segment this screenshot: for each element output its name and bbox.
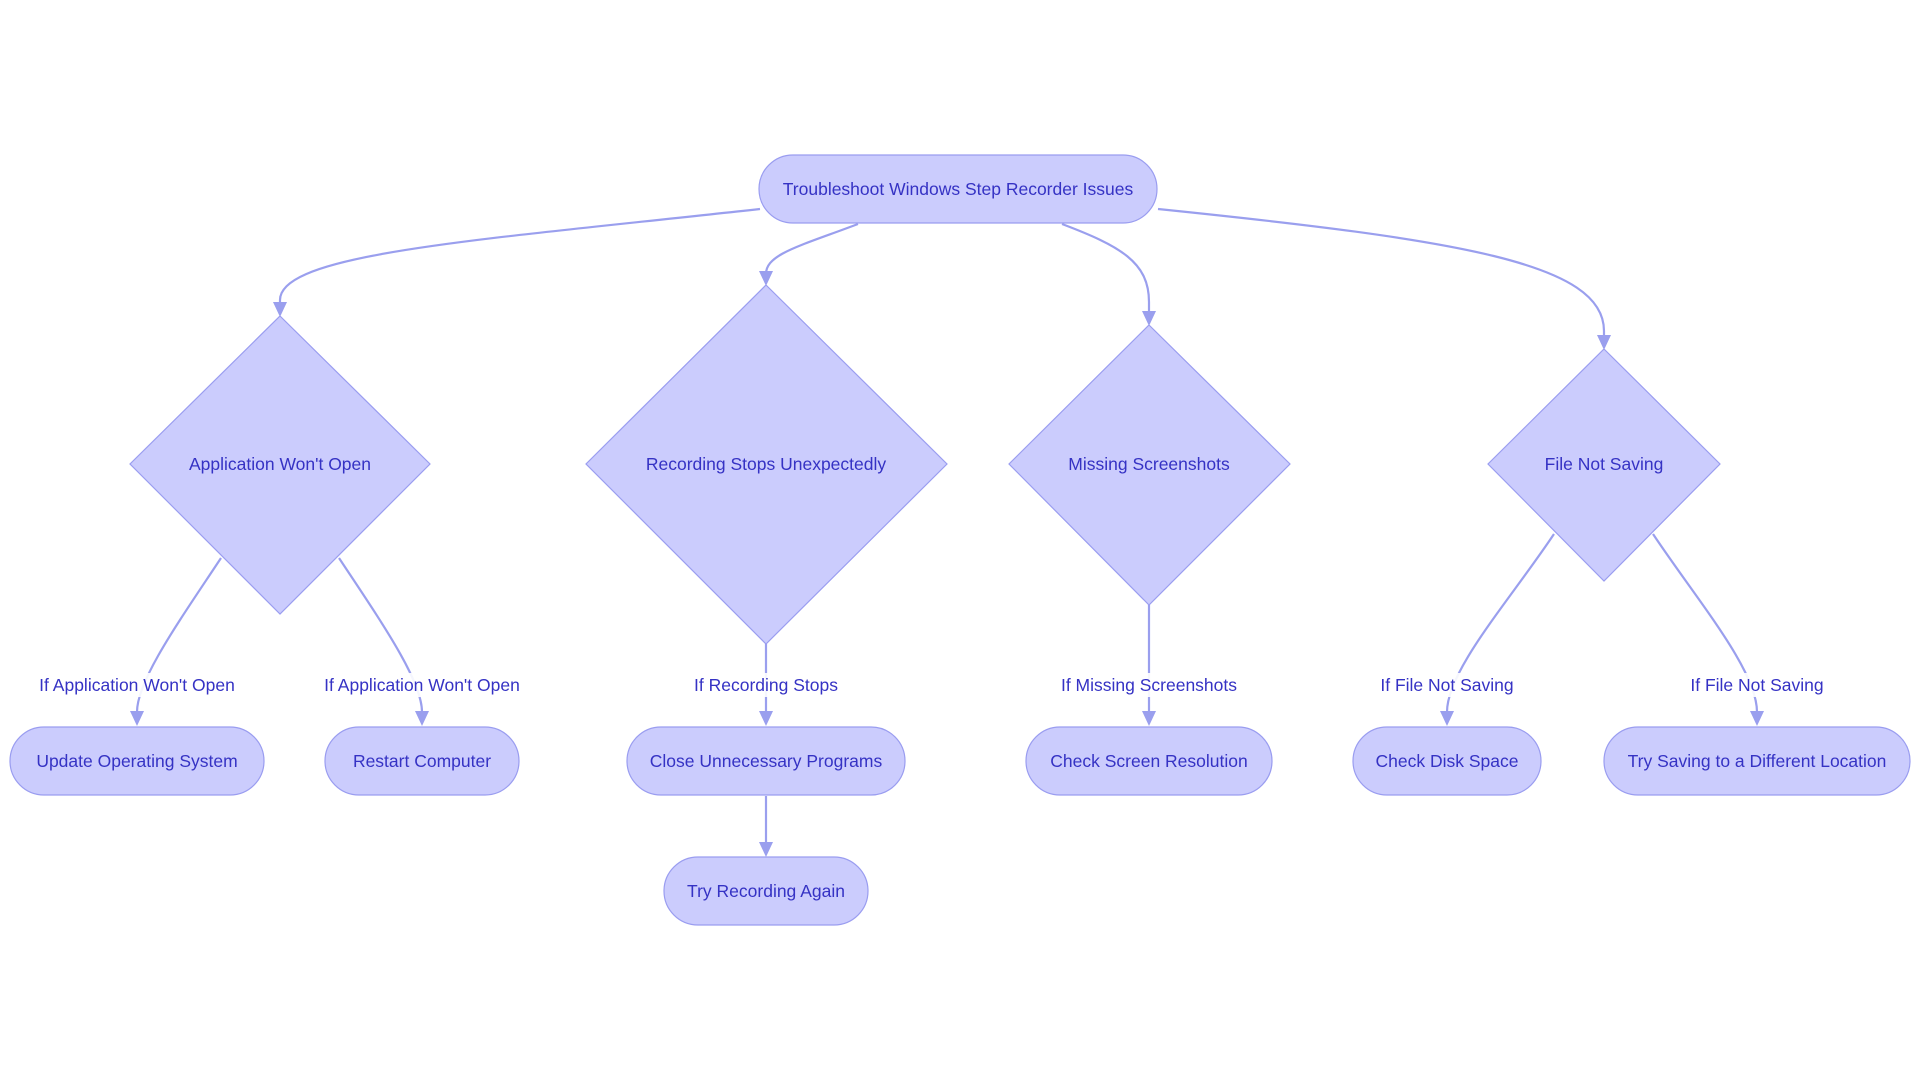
decision-app-wont-open[interactable]: Application Won't Open [129, 315, 431, 615]
decision-recording-stops-label: Recording Stops Unexpectedly [646, 454, 887, 474]
edge-label-bg-miss-to-check [1058, 673, 1240, 697]
edge-root-to-missing-screenshots [1061, 222, 1151, 322]
edge-label-bg-rec-to-close [692, 673, 840, 697]
edge-labels: If Application Won't Open If Application… [36, 673, 1824, 697]
node-restart-computer-label: Restart Computer [353, 751, 491, 771]
arrowhead-file-not-saving [1597, 335, 1611, 350]
nodes: Troubleshoot Windows Step Recorder Issue… [9, 154, 1911, 926]
node-close-programs-shape [626, 726, 906, 796]
node-close-programs[interactable]: Close Unnecessary Programs [626, 726, 906, 796]
node-check-disk-space[interactable]: Check Disk Space [1352, 726, 1542, 796]
node-root[interactable]: Troubleshoot Windows Step Recorder Issue… [758, 154, 1158, 224]
decision-missing-screenshots[interactable]: Missing Screenshots [1008, 324, 1291, 606]
node-root-label: Troubleshoot Windows Step Recorder Issue… [783, 179, 1134, 199]
edge-root-to-recording-stops [764, 222, 859, 282]
arrowhead-check-resolution [1142, 711, 1156, 726]
edge-app-to-restart [338, 557, 424, 720]
arrowhead-try-again [759, 842, 773, 857]
edge-label-bg-app-to-update [36, 673, 238, 697]
edge-label-app-to-update: If Application Won't Open [39, 675, 235, 695]
decision-app-wont-open-shape [129, 315, 431, 615]
edge-app-to-update-os [135, 557, 222, 720]
node-try-different-location-label: Try Saving to a Different Location [1628, 751, 1887, 771]
node-check-disk-space-label: Check Disk Space [1376, 751, 1519, 771]
edge-label-bg-app-to-restart [321, 673, 523, 697]
decision-app-wont-open-label: Application Won't Open [189, 454, 371, 474]
edge-label-file-to-disk: If File Not Saving [1380, 675, 1513, 695]
node-check-resolution[interactable]: Check Screen Resolution [1025, 726, 1273, 796]
node-restart-computer-shape [324, 726, 520, 796]
arrowhead-recording-stops [759, 271, 773, 286]
node-try-recording-again-label: Try Recording Again [687, 881, 845, 901]
edge-file-to-different-location [1652, 533, 1759, 720]
decision-recording-stops-shape [585, 284, 948, 645]
edge-label-rec-to-close: If Recording Stops [694, 675, 838, 695]
node-try-different-location-shape [1603, 726, 1911, 796]
edge-label-bg-file-to-disk [1380, 673, 1514, 697]
edges [135, 207, 1759, 850]
edge-label-file-to-location: If File Not Saving [1690, 675, 1823, 695]
node-root-shape [758, 154, 1158, 224]
decision-missing-screenshots-label: Missing Screenshots [1068, 454, 1230, 474]
arrowhead-missing-screenshots [1142, 311, 1156, 326]
decision-file-not-saving-shape [1487, 348, 1721, 582]
edge-label-app-to-restart: If Application Won't Open [324, 675, 520, 695]
arrowhead-app-wont-open [273, 302, 287, 317]
arrowhead-close-programs [759, 711, 773, 726]
node-update-os-label: Update Operating System [36, 751, 237, 771]
decision-recording-stops[interactable]: Recording Stops Unexpectedly [585, 284, 948, 645]
node-try-recording-again-shape [663, 856, 869, 926]
arrowhead-different-location [1750, 711, 1764, 726]
arrowhead-disk-space [1440, 711, 1454, 726]
node-close-programs-label: Close Unnecessary Programs [650, 751, 883, 771]
node-update-os-shape [9, 726, 265, 796]
node-check-resolution-shape [1025, 726, 1273, 796]
node-check-resolution-label: Check Screen Resolution [1050, 751, 1247, 771]
arrowhead-restart [415, 711, 429, 726]
node-try-different-location[interactable]: Try Saving to a Different Location [1603, 726, 1911, 796]
decision-file-not-saving[interactable]: File Not Saving [1487, 348, 1721, 582]
edge-root-to-file-not-saving [1157, 207, 1606, 347]
node-update-os[interactable]: Update Operating System [9, 726, 265, 796]
edge-label-bg-file-to-location [1690, 673, 1824, 697]
decision-missing-screenshots-shape [1008, 324, 1291, 606]
arrowhead-update-os [130, 711, 144, 726]
node-try-recording-again[interactable]: Try Recording Again [663, 856, 869, 926]
edge-label-miss-to-check: If Missing Screenshots [1061, 675, 1237, 695]
edge-root-to-app-wont-open [278, 207, 761, 312]
edge-file-to-disk-space [1445, 533, 1555, 720]
node-restart-computer[interactable]: Restart Computer [324, 726, 520, 796]
decision-file-not-saving-label: File Not Saving [1545, 454, 1664, 474]
node-check-disk-space-shape [1352, 726, 1542, 796]
arrowheads [130, 271, 1764, 857]
